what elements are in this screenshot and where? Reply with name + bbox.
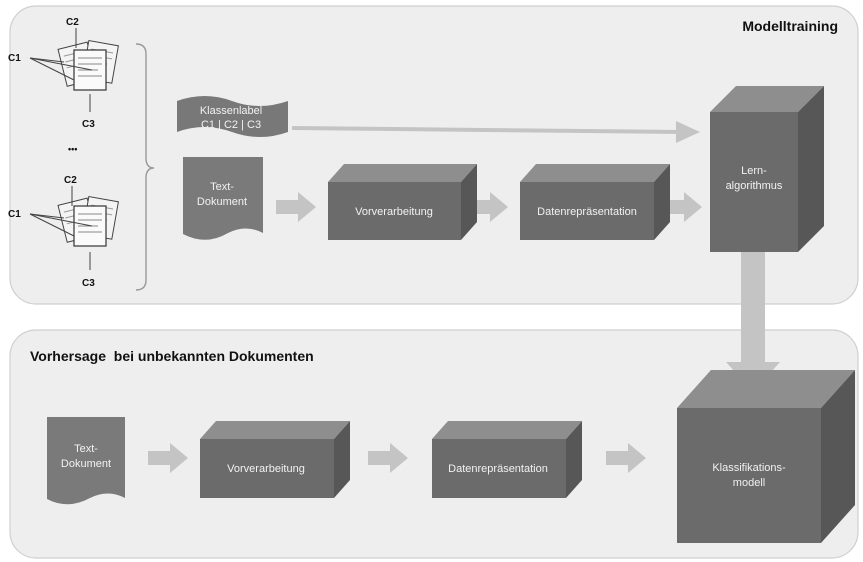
label-c1-top: C1 — [8, 53, 21, 64]
corpus-bracket — [135, 43, 155, 291]
label-c2-bottom: C2 — [64, 175, 77, 186]
prediction-preprocessing-box: Vorverarbeitung — [200, 421, 350, 498]
training-preprocessing-box: Vorverarbeitung — [328, 164, 477, 240]
prediction-panel-title: Vorhersage bei unbekannten Dokumenten — [30, 348, 314, 364]
training-representation-label: Datenrepräsentation — [537, 206, 637, 218]
learning-algorithm-label-line2: algorithmus — [726, 180, 783, 192]
training-text-document: Text- Dokument — [183, 157, 263, 240]
arrow-prediction-representation-to-model — [606, 443, 646, 473]
class-labels-banner: Klassenlabel C1 | C2 | C3 — [177, 96, 288, 137]
training-text-document-line2: Dokument — [197, 196, 247, 208]
arrow-labels-to-learning — [291, 121, 700, 143]
class-labels-banner-values: C1 | C2 | C3 — [201, 119, 261, 131]
training-panel-title: Modelltraining — [742, 18, 838, 34]
doc-callouts-top — [29, 28, 93, 112]
classification-model-label-line1: Klassifikations- — [712, 462, 786, 474]
training-representation-box: Datenrepräsentation — [520, 164, 670, 240]
training-text-document-line1: Text- — [210, 181, 234, 193]
prediction-representation-box: Datenrepräsentation — [432, 421, 582, 498]
label-c1-bottom: C1 — [8, 209, 21, 220]
label-c3-top: C3 — [82, 119, 95, 130]
prediction-preprocessing-label: Vorverarbeitung — [227, 463, 305, 475]
doc-class-labels: C2 C1 C3 ••• C2 C1 C3 — [8, 17, 95, 289]
training-preprocessing-label: Vorverarbeitung — [355, 206, 433, 218]
prediction-representation-label: Datenrepräsentation — [448, 463, 548, 475]
arrow-training-preprocessing-to-representation — [466, 192, 508, 222]
learning-algorithm-label-line1: Lern- — [741, 165, 767, 177]
classification-model-box: Klassifikations- modell — [677, 370, 855, 543]
learning-algorithm-box: Lern- algorithmus — [710, 86, 824, 252]
arrow-training-doc-to-preprocessing — [276, 192, 316, 222]
prediction-text-document: Text- Dokument — [47, 417, 125, 505]
class-labels-banner-title: Klassenlabel — [200, 105, 262, 117]
classification-model-label-line2: modell — [733, 477, 765, 489]
arrow-prediction-preprocessing-to-representation — [368, 443, 408, 473]
label-c3-bottom: C3 — [82, 278, 95, 289]
label-c2-top: C2 — [66, 17, 79, 28]
prediction-text-document-line1: Text- — [74, 443, 98, 455]
arrow-prediction-doc-to-preprocessing — [148, 443, 188, 473]
arrow-learning-to-model — [726, 252, 780, 392]
arrow-training-representation-to-learning — [660, 192, 702, 222]
docs-ellipsis: ••• — [68, 144, 77, 154]
doc-callouts-bottom — [29, 186, 93, 270]
prediction-text-document-line2: Dokument — [61, 458, 111, 470]
